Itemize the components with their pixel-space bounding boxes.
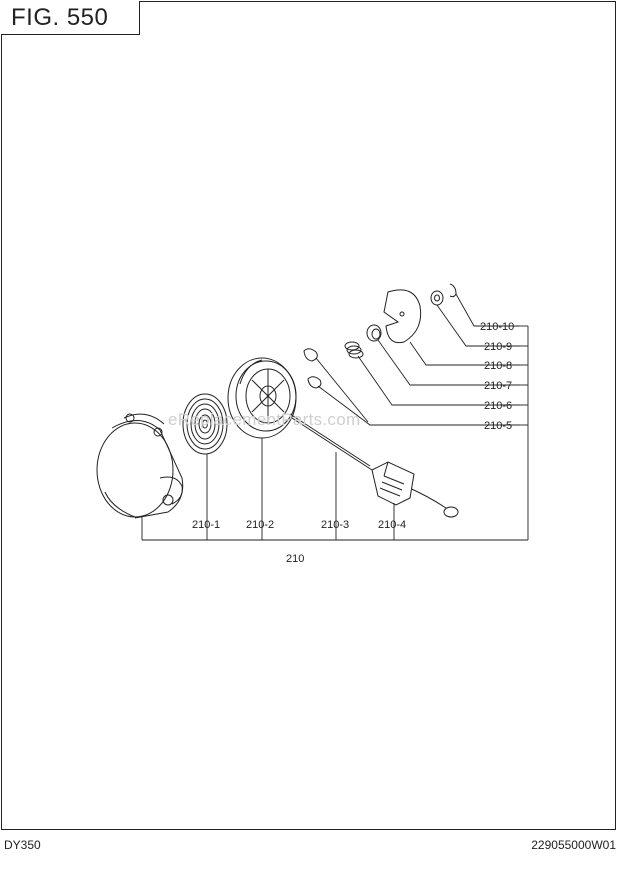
callout-210-10: 210-10 bbox=[480, 321, 514, 333]
washer bbox=[430, 290, 444, 306]
figure-title-box: FIG. 550 bbox=[1, 1, 140, 35]
diagram-frame bbox=[1, 1, 616, 830]
callout-210: 210 bbox=[286, 553, 304, 565]
ratchet-pawls bbox=[303, 348, 322, 389]
figure-title: FIG. 550 bbox=[11, 4, 109, 31]
callout-210-4: 210-4 bbox=[378, 519, 406, 531]
callout-210-7: 210-7 bbox=[484, 380, 512, 392]
callout-210-3: 210-3 bbox=[321, 519, 349, 531]
callout-210-1: 210-1 bbox=[192, 519, 220, 531]
callout-210-8: 210-8 bbox=[484, 360, 512, 372]
callout-210-9: 210-9 bbox=[484, 341, 512, 353]
starter-reel bbox=[227, 357, 297, 439]
model-number: DY350 bbox=[4, 838, 41, 852]
leader-lines bbox=[141, 293, 529, 541]
starter-housing bbox=[96, 413, 184, 519]
callout-210-6: 210-6 bbox=[484, 400, 512, 412]
part-code: 229055000W01 bbox=[531, 838, 616, 852]
friction-spring bbox=[366, 324, 382, 342]
recoil-spring bbox=[182, 393, 228, 455]
retaining-clip bbox=[449, 283, 457, 298]
callout-210-2: 210-2 bbox=[246, 519, 274, 531]
watermark-text: eReplacementParts.com bbox=[168, 410, 361, 429]
starter-handle bbox=[371, 461, 459, 518]
ratchet-spring bbox=[344, 341, 364, 359]
friction-plate bbox=[383, 289, 422, 344]
callout-210-5: 210-5 bbox=[484, 420, 512, 432]
